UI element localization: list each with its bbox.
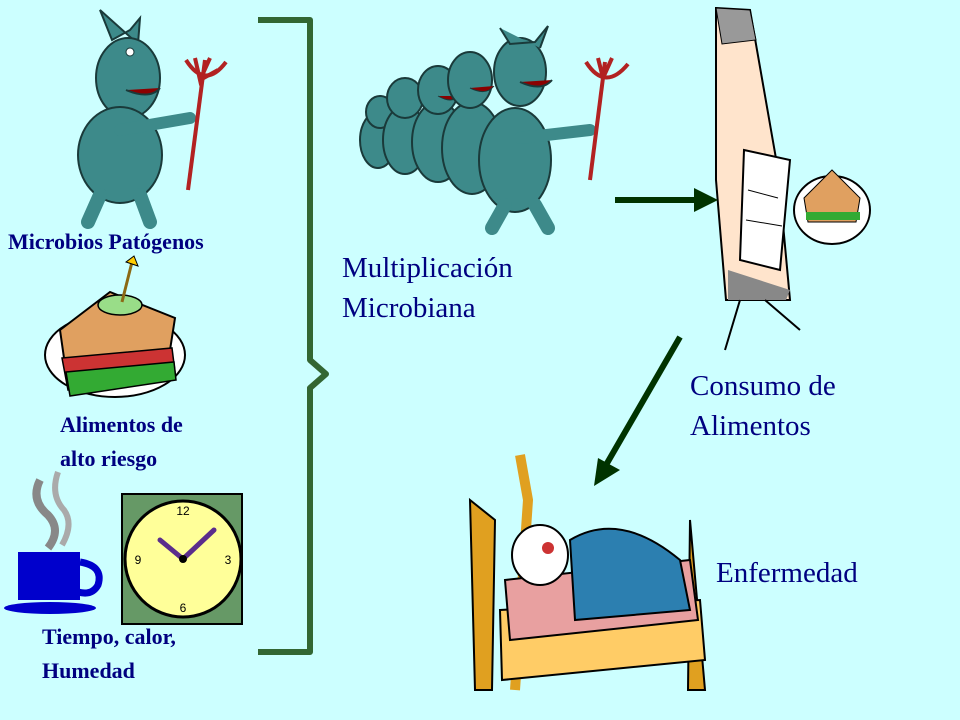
conditions-label: Tiempo, calor, Humedad — [42, 620, 176, 688]
coffee-cup-icon — [4, 471, 103, 614]
svg-text:12: 12 — [176, 504, 190, 518]
multiplication-label: Multiplicación Microbiana — [342, 248, 513, 328]
clock-icon: 12 3 6 9 — [121, 493, 243, 625]
microbes-label: Microbios Patógenos — [8, 229, 204, 254]
svg-text:6: 6 — [180, 601, 187, 615]
foods-label: Alimentos de alto riesgo — [60, 408, 183, 476]
sick-in-bed-icon — [468, 454, 707, 691]
microbe-devil-icon — [77, 9, 228, 229]
disease-label: Enfermedad — [716, 557, 858, 589]
foods-label-line-1: Alimentos de — [60, 412, 183, 437]
arrow-right-icon — [615, 188, 718, 212]
conditions-label-line-2: Humedad — [42, 658, 135, 683]
person-eating-icon — [715, 6, 871, 351]
svg-text:9: 9 — [135, 553, 142, 567]
foods-label-line-2: alto riesgo — [60, 446, 158, 471]
multiplication-label-line-2: Microbiana — [342, 292, 476, 324]
microbe-group-icon — [359, 25, 630, 235]
grouping-bracket — [258, 17, 329, 655]
svg-text:3: 3 — [225, 553, 232, 567]
multiplication-label-line-1: Multiplicación — [342, 252, 513, 284]
consumption-label: Consumo de Alimentos — [690, 366, 836, 446]
consumption-label-line-2: Alimentos — [690, 410, 811, 442]
arrow-down-left-icon — [594, 335, 683, 486]
conditions-label-line-1: Tiempo, calor, — [42, 624, 176, 649]
sandwich-icon — [44, 255, 186, 398]
consumption-label-line-1: Consumo de — [690, 370, 836, 402]
